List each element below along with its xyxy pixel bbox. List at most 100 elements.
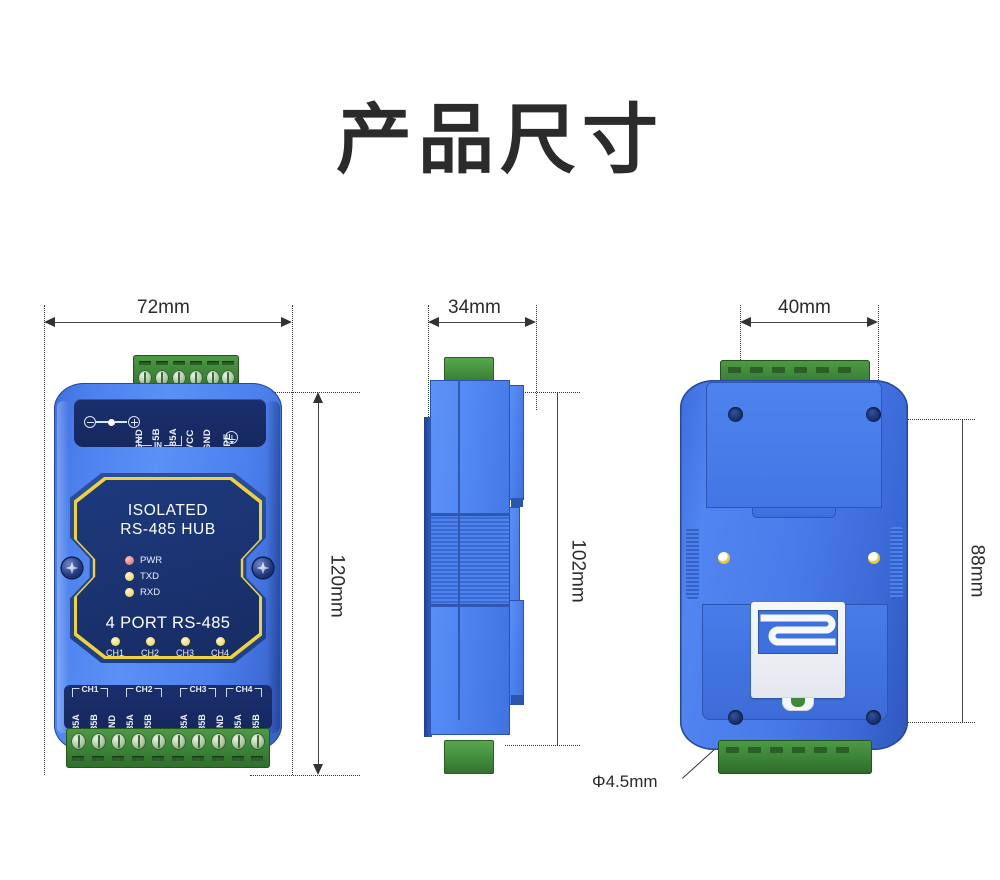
channel-group-ch3: CH3 [180, 685, 216, 697]
bottom-pin-label: 485B [251, 714, 261, 729]
rear-marker-right [868, 552, 880, 564]
led-pwr-label: PWR [140, 555, 163, 566]
front-width-dim-line [46, 322, 290, 323]
rear-width-label: 40mm [778, 297, 831, 318]
side-panel-line-mid2 [430, 605, 510, 607]
minus-icon [84, 416, 96, 428]
terminal-screw [211, 733, 226, 750]
terminal-slot [132, 756, 144, 761]
rear-height-ext-top [880, 419, 975, 420]
led-ch4-label: CH4 [210, 648, 229, 658]
side-panel-line-top [458, 380, 460, 720]
side-front-face-lower [509, 600, 524, 705]
plus-icon [128, 416, 140, 428]
front-width-label: 72mm [137, 297, 190, 318]
page-title: 产品尺寸 [336, 95, 664, 184]
mounting-hole-bottom-right [866, 710, 881, 725]
terminal-screw [111, 733, 126, 750]
side-bottom-terminal [444, 740, 494, 774]
front-height-label: 120mm [326, 554, 348, 618]
rear-view-device [672, 352, 924, 792]
side-notch-lower [511, 695, 523, 704]
front-width-ext-right [292, 305, 293, 775]
left-case-screw [62, 558, 82, 578]
top-pin-label: VCC [185, 429, 196, 447]
rear-width-arrow-right [867, 317, 878, 327]
mounting-hole-top-left [728, 407, 743, 422]
led-ch1 [111, 637, 120, 646]
terminal-slot [222, 361, 234, 365]
led-txd-label: TXD [140, 571, 159, 582]
terminal-slot [212, 756, 224, 761]
side-height-label: 102mm [567, 539, 589, 603]
front-height-arrow-top [313, 392, 323, 403]
terminal-slot [92, 756, 104, 761]
terminal-screw [221, 370, 235, 386]
port-title: 4 PORT RS-485 [105, 614, 231, 632]
front-height-dim-line [318, 394, 319, 773]
front-width-arrow-left [44, 317, 55, 327]
input-group-label: IN [152, 441, 164, 447]
terminal-slot [207, 361, 219, 365]
terminal-screw [206, 370, 220, 386]
bottom-pin-label: GND [215, 715, 225, 729]
front-width-ext-left [44, 305, 45, 775]
front-height-ext-bottom [250, 775, 360, 776]
led-rxd [125, 588, 134, 597]
side-back-edge [424, 417, 432, 737]
terminal-slot [112, 756, 124, 761]
rear-bottom-terminal [718, 740, 872, 774]
side-panel-line-mid [430, 513, 510, 515]
bottom-pin-label: 485B [143, 714, 153, 729]
mounting-hole-bottom-left [728, 710, 743, 725]
din-clip-spring-icon [760, 614, 836, 646]
terminal-screw [171, 733, 186, 750]
terminal-slot [251, 756, 263, 761]
led-txd [125, 572, 134, 581]
side-notch-upper [511, 498, 523, 507]
terminal-screw [231, 733, 246, 750]
led-pwr [125, 556, 134, 565]
side-depth-arrow-right [525, 317, 536, 327]
rear-hole-ext-right [878, 305, 879, 420]
rear-height-label: 88mm [966, 544, 988, 598]
bottom-pin-label: 485B [89, 714, 99, 729]
terminal-slot [156, 361, 168, 365]
front-height-ext-top [250, 392, 360, 393]
terminal-slot [190, 361, 202, 365]
led-ch2 [146, 637, 155, 646]
side-depth-arrow-left [428, 317, 439, 327]
din-clip-tab [782, 697, 814, 711]
led-rxd-label: RXD [140, 587, 161, 598]
side-depth-label: 34mm [448, 297, 501, 318]
bottom-pin-label: GND [107, 715, 117, 729]
bottom-label-strip: CH1 CH2 CH3 CH4 485A 485B GND 485A 485B … [64, 685, 272, 729]
terminal-screw [155, 370, 169, 386]
brand-line-2: RS-485 HUB [120, 521, 216, 538]
terminal-slot [232, 756, 244, 761]
terminal-slot [139, 361, 151, 365]
terminal-screw [172, 370, 186, 386]
terminal-screw [71, 733, 86, 750]
side-height-dim-line [557, 393, 558, 745]
rear-height-ext-bottom [880, 722, 975, 723]
label-panel: ISOLATED RS-485 HUB PWR TXD RXD 4 PORT R… [77, 480, 259, 656]
right-case-screw [253, 558, 273, 578]
channel-group-ch1: CH1 [72, 685, 108, 697]
rear-width-arrow-left [740, 317, 751, 327]
top-terminal-block [133, 355, 239, 393]
terminal-screw [91, 733, 106, 750]
terminal-screw [131, 733, 146, 750]
rear-height-dim-line [962, 420, 963, 722]
mounting-hole-top-right [866, 407, 881, 422]
side-height-ext-bottom [505, 745, 580, 746]
rear-left-grip [686, 527, 699, 599]
side-depth-ext-right [536, 305, 537, 410]
front-height-arrow-bottom [313, 764, 323, 775]
led-ch3-label: CH3 [175, 648, 194, 658]
rear-right-grip [890, 527, 903, 599]
terminal-screw [138, 370, 152, 386]
bottom-pin-label: 485A [125, 714, 135, 729]
bottom-pin-label: 485A [71, 714, 81, 729]
